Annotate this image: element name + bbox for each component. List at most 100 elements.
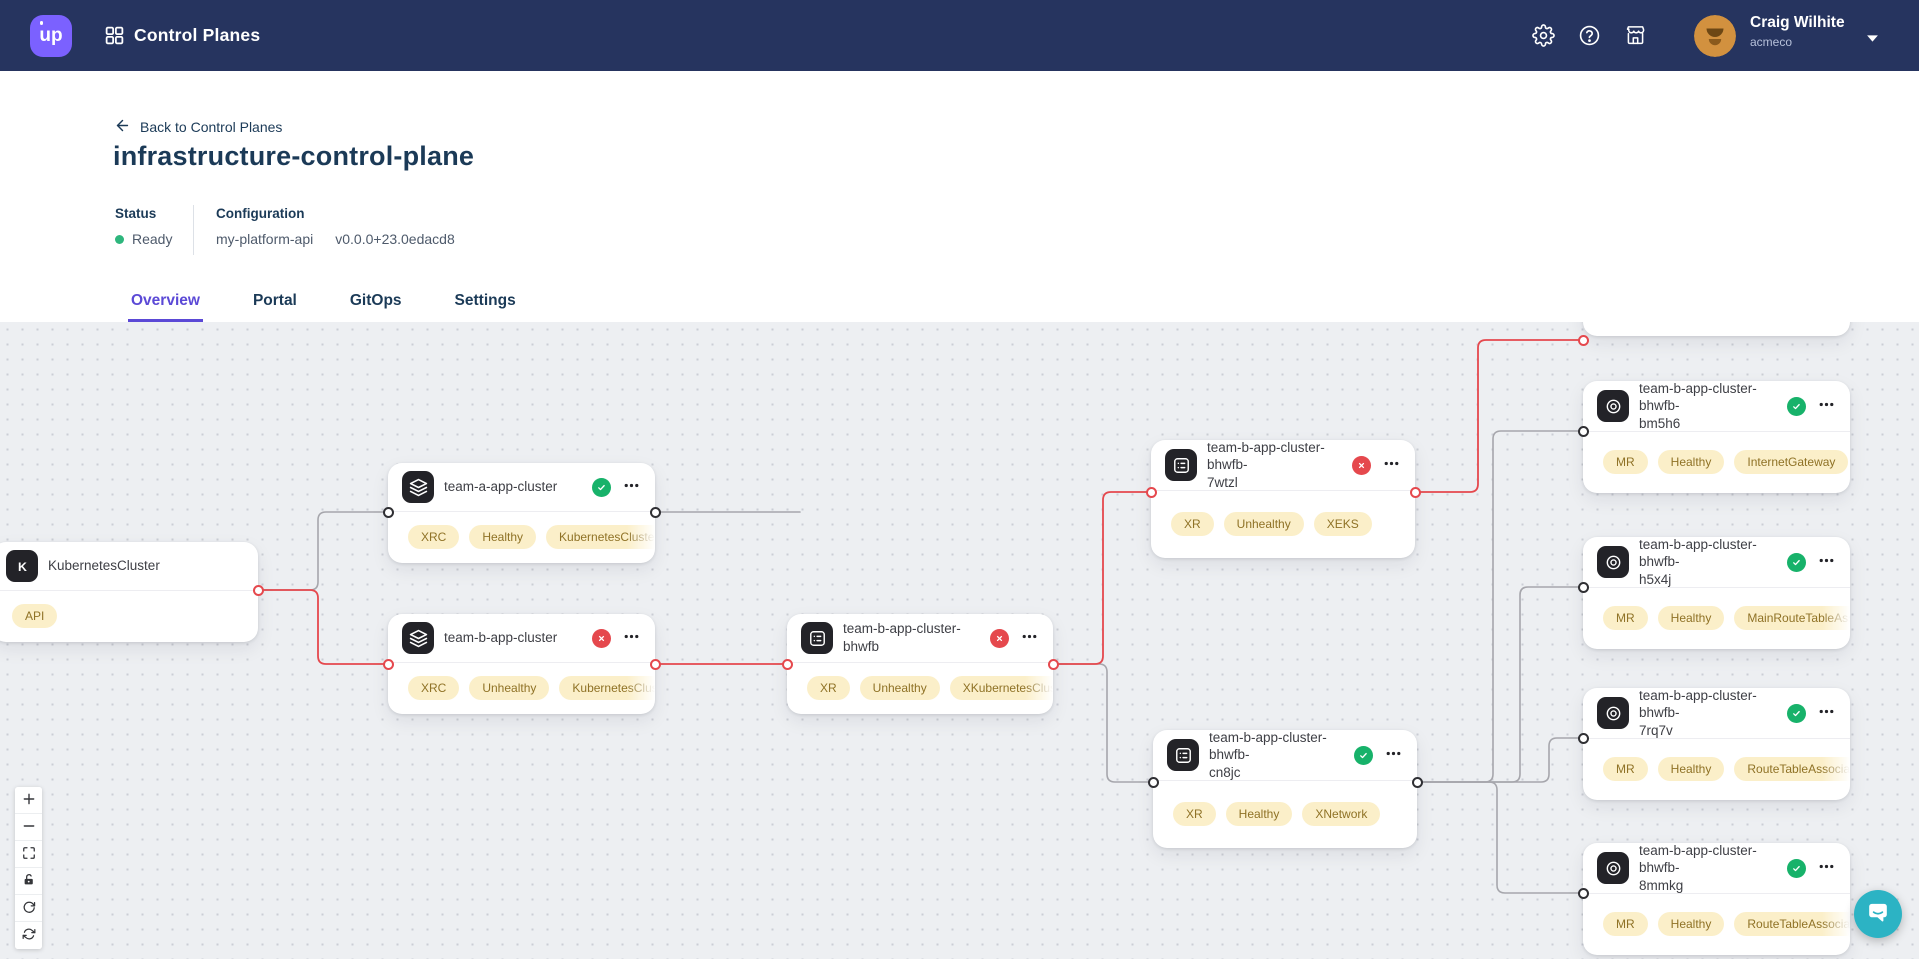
logo-text: up (39, 21, 63, 46)
chat-launcher-button[interactable] (1854, 890, 1902, 938)
user-org: acmeco (1750, 35, 1793, 49)
connection-handle[interactable] (1145, 486, 1157, 498)
tab-portal[interactable]: Portal (250, 292, 300, 322)
rotate-button[interactable] (15, 895, 42, 922)
tab-overview[interactable]: Overview (128, 292, 203, 322)
node-menu-button[interactable] (1816, 858, 1836, 878)
healthy-icon (592, 477, 611, 497)
node-title: KubernetesCluster (48, 558, 160, 574)
edge (1416, 781, 1584, 894)
connection-handle[interactable] (1047, 658, 1059, 670)
k-resource-icon: K (6, 550, 38, 582)
node-title: team-b-app-cluster-bhwfb (843, 621, 961, 654)
node-menu-button[interactable] (1816, 703, 1836, 723)
connection-handle[interactable] (1577, 732, 1589, 744)
connection-handle[interactable] (382, 658, 394, 670)
user-menu[interactable]: Craig Wilhite acmeco (1690, 0, 1890, 71)
layers-resource-icon (402, 471, 434, 503)
node-menu-button[interactable] (621, 628, 641, 648)
marketplace-button[interactable] (1624, 24, 1647, 47)
connection-handle[interactable] (1577, 334, 1589, 346)
badge: XKubernetesCluster (949, 676, 1053, 700)
mr-resource-icon (1597, 852, 1629, 884)
node-title: team-b-app-cluster-bhwfb- bm5h6 (1639, 380, 1757, 431)
tab-settings[interactable]: Settings (452, 292, 519, 322)
storefront-icon (1624, 26, 1647, 50)
mr-resource-icon (1597, 546, 1629, 578)
node-menu-button[interactable] (1816, 552, 1836, 572)
zoom-out-button[interactable] (15, 814, 42, 841)
connection-handle[interactable] (1577, 425, 1589, 437)
lock-button[interactable] (15, 868, 42, 895)
connection-handle[interactable] (649, 658, 661, 670)
connection-handle[interactable] (382, 506, 394, 518)
rotate-icon (22, 900, 36, 917)
chevron-down-icon (1866, 31, 1879, 42)
status-label: Status (115, 206, 157, 221)
connection-handle[interactable] (1147, 776, 1159, 788)
node-partial-node-top[interactable] (1583, 322, 1850, 336)
connection-handle[interactable] (649, 506, 661, 518)
zoom-in-button[interactable] (15, 787, 42, 814)
xr-resource-icon (1165, 449, 1197, 481)
node-title: team-b-app-cluster-bhwfb- 7wtzl (1207, 439, 1325, 490)
back-link[interactable]: Back to Control Planes (114, 117, 282, 137)
edge (1414, 339, 1584, 493)
badge: Unhealthy (1223, 512, 1304, 536)
node-title: team-a-app-cluster (444, 479, 558, 495)
edge (257, 589, 389, 665)
badge: Healthy (1657, 450, 1725, 474)
node-title: team-b-app-cluster (444, 630, 558, 646)
app-switcher-button[interactable] (104, 25, 125, 46)
settings-button[interactable] (1532, 24, 1555, 47)
badge: Healthy (1225, 802, 1293, 826)
connection-handle[interactable] (1411, 776, 1423, 788)
back-arrow-icon (114, 117, 131, 137)
refresh-button[interactable] (15, 922, 42, 949)
tab-gitops[interactable]: GitOps (347, 292, 405, 322)
plus-icon (22, 792, 36, 809)
connection-handle[interactable] (1409, 486, 1421, 498)
healthy-icon (1787, 396, 1806, 416)
connection-handle[interactable] (1577, 581, 1589, 593)
configuration-section: Configuration my-platform-api v0.0.0+23.… (216, 206, 455, 247)
node-menu-button[interactable] (1381, 455, 1401, 475)
user-name: Craig Wilhite (1750, 14, 1845, 31)
node-title: team-b-app-cluster-bhwfb- 7rq7v (1639, 687, 1757, 738)
help-icon (1578, 25, 1601, 50)
fit-view-button[interactable] (15, 841, 42, 868)
connection-handle[interactable] (1577, 887, 1589, 899)
minus-icon (22, 819, 36, 836)
badge: XR (807, 676, 850, 700)
node-menu-button[interactable] (1383, 745, 1403, 765)
app-title: Control Planes (134, 25, 261, 45)
node-title: team-b-app-cluster-bhwfb- cn8jc (1209, 729, 1327, 780)
node-menu-button[interactable] (1816, 396, 1836, 416)
edge (1416, 430, 1584, 783)
badge: RouteTableAssociation (1734, 912, 1850, 936)
badge: InternetGateway (1734, 450, 1849, 474)
connection-handle[interactable] (252, 584, 264, 596)
badge: RouteTableAssociation (1734, 757, 1850, 781)
node-menu-button[interactable] (1019, 628, 1039, 648)
configuration-version: v0.0.0+23.0edacd8 (335, 231, 455, 247)
connection-handle[interactable] (781, 658, 793, 670)
status-value: Ready (132, 231, 173, 247)
gear-icon (1532, 24, 1555, 50)
upbound-logo[interactable]: up (30, 15, 72, 57)
help-button[interactable] (1578, 24, 1601, 47)
node-menu-button[interactable] (621, 477, 641, 497)
healthy-icon (1787, 703, 1806, 723)
fit-icon (22, 846, 36, 863)
